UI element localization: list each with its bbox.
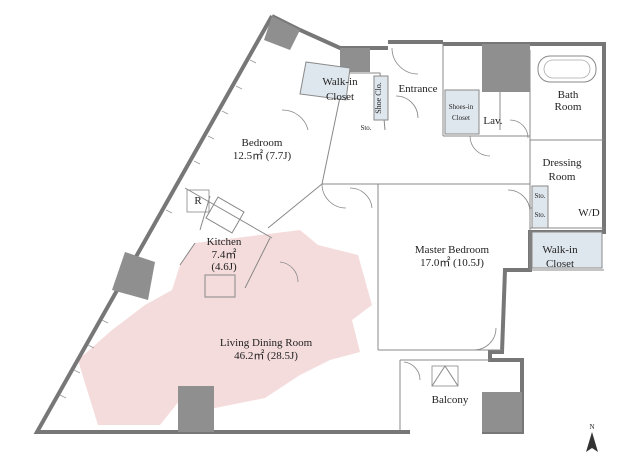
entrance-label: Entrance: [398, 83, 437, 95]
living-dining-area: 46.2㎡ (28.5J): [234, 349, 298, 362]
refrigerator-label: R: [194, 195, 202, 207]
shoes-in-closet-line1: Shoes-in: [449, 103, 474, 111]
dressing-room-line2: Room: [549, 171, 576, 183]
shoes-in-closet-line2: Closet: [452, 114, 470, 122]
wd-label: W/D: [578, 207, 599, 219]
sto-1-label: Sto.: [360, 124, 371, 132]
bath-room-line1: Bath: [558, 89, 579, 101]
sto-3-label: Sto.: [534, 211, 545, 219]
kitchen-area-line2: (4.6J): [211, 261, 237, 273]
bedroom-name: Bedroom: [242, 137, 283, 149]
walkin-closet-1-line1: Walk-in: [322, 76, 358, 88]
walkin-closet-2-line1: Walk-in: [542, 244, 578, 256]
living-dining-name: Living Dining Room: [220, 337, 313, 349]
master-bedroom-area: 17.0㎡ (10.5J): [420, 256, 484, 269]
dressing-room-line1: Dressing: [542, 157, 582, 169]
bathtub: [537, 55, 597, 83]
walkin-closet-1-line2: Closet: [326, 91, 354, 103]
north-arrow-icon: [586, 432, 598, 452]
storage-areas: [299, 61, 603, 269]
walkin-closet-2-line2: Closet: [546, 258, 574, 270]
sto-2-label: Sto.: [534, 192, 545, 200]
kitchen-area-line1: 7.4㎡: [212, 248, 237, 261]
master-bedroom-name: Master Bedroom: [415, 244, 490, 256]
window-ticks: [59, 59, 257, 399]
columns: [112, 16, 530, 432]
kitchen-name: Kitchen: [207, 236, 242, 248]
sunlight-area: [78, 230, 372, 425]
balcony-fixture: [431, 365, 459, 387]
shoe-closet-label: Shoe Clo.: [374, 82, 383, 114]
lav-label: Lav.: [483, 115, 502, 127]
compass: N: [586, 423, 598, 452]
compass-label: N: [589, 423, 594, 431]
doors: [279, 47, 531, 381]
bath-room-line2: Room: [555, 101, 582, 113]
bedroom-area: 12.5㎡ (7.7J): [233, 149, 292, 162]
kitchen-fixtures: [179, 189, 271, 298]
balcony-label: Balcony: [432, 394, 469, 406]
